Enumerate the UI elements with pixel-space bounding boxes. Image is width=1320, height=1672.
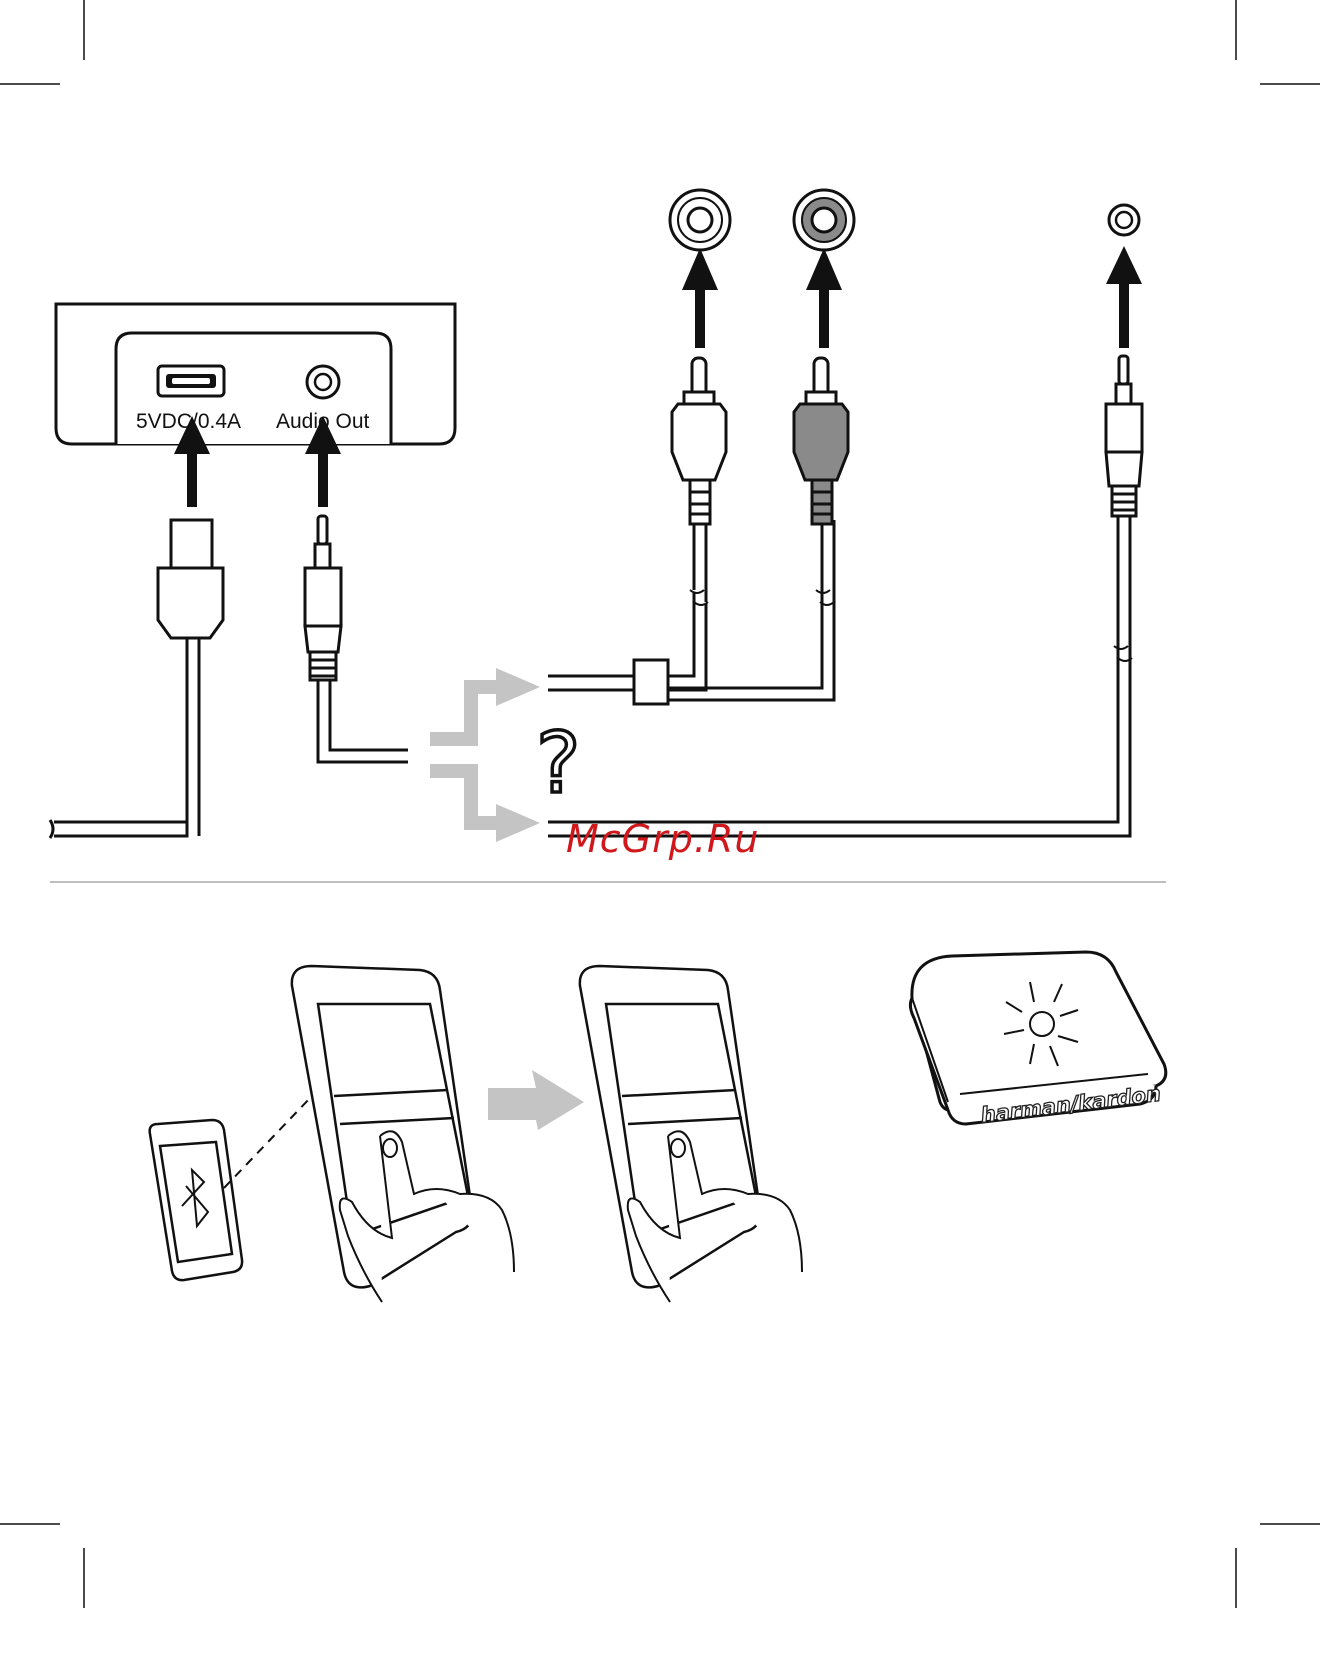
aux-jack-icon (1109, 205, 1139, 235)
rca-jack-white-icon (670, 190, 730, 250)
micro-usb-port-icon (158, 366, 224, 396)
rca-splitter-cable (548, 520, 834, 704)
next-step-arrow-icon (488, 1070, 584, 1130)
branch-arrows (430, 668, 540, 842)
phone-screen-tap-2 (580, 966, 802, 1302)
insert-arrow-icon (682, 248, 842, 348)
usb-power-plug (50, 520, 223, 838)
insert-arrow-icon (1106, 246, 1142, 348)
watermark-text: McGrp.Ru (566, 817, 759, 861)
pairing-dashed-line (224, 1096, 312, 1188)
audio-out-jack-icon (307, 366, 339, 398)
receiver-back-panel: 5VDC/0.4A Audio Out (56, 304, 455, 507)
small-phone-bluetooth (150, 1120, 242, 1280)
question-mark: ? (536, 714, 581, 812)
phone-screen-tap-1 (292, 966, 514, 1302)
rca-jack-gray-icon (794, 190, 854, 250)
rca-plug-left (672, 358, 726, 605)
mini-jack-plug (305, 516, 408, 762)
